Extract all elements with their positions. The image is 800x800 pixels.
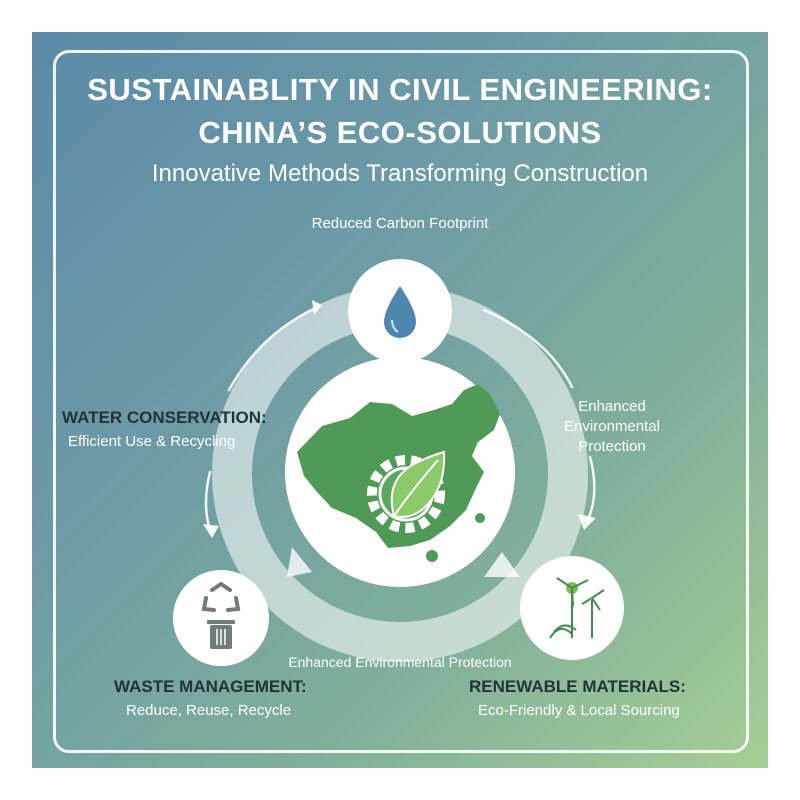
wind-turbine-icon xyxy=(549,577,605,639)
arrow-water-to-top xyxy=(227,306,318,392)
water-conservation-subtitle: Efficient Use & Recycling xyxy=(68,433,236,450)
water-drop-node xyxy=(348,259,452,363)
bottom-cycle-label: Enhanced Environmental Protection xyxy=(288,654,512,670)
right-label-line-2: Environmental xyxy=(564,418,660,435)
renewable-node xyxy=(520,556,624,660)
arrow-water-to-waste xyxy=(204,470,212,532)
subtitle: Innovative Methods Transforming Construc… xyxy=(151,160,649,187)
outer-arrows xyxy=(203,300,596,538)
waste-management-title: WASTE MANAGEMENT: xyxy=(114,677,307,696)
infographic-poster: SUSTAINABLITY IN CIVIL ENGINEERING: CHIN… xyxy=(32,32,768,768)
arrow-top-to-right xyxy=(482,308,574,389)
right-label-line-1: Enhanced xyxy=(578,398,646,415)
waste-management-subtitle: Reduce, Reuse, Recycle xyxy=(126,702,292,719)
right-cycle-label: Enhanced Environmental Protection xyxy=(542,397,682,457)
right-label-line-3: Protection xyxy=(578,438,646,455)
cycle-diagram xyxy=(173,259,624,666)
china-map-gear-leaf-icon xyxy=(297,384,500,562)
title-line-1: SUSTAINABLITY IN CIVIL ENGINEERING: xyxy=(87,72,713,107)
ring-arrow-left xyxy=(287,547,312,577)
ring-arrow-right xyxy=(484,552,520,577)
title-line-2: CHINA’S ECO-SOLUTIONS xyxy=(198,115,602,150)
waste-node xyxy=(173,570,269,666)
poster-frame xyxy=(53,50,749,753)
china-map-shape xyxy=(297,384,500,548)
water-conservation-title: WATER CONSERVATION: xyxy=(62,408,267,427)
renewable-materials-subtitle: Eco-Friendly & Local Sourcing xyxy=(478,702,680,719)
taiwan-island xyxy=(475,513,485,523)
hainan-island xyxy=(426,550,438,562)
recycle-bin-icon xyxy=(201,581,241,649)
arrow-right-down xyxy=(585,455,596,524)
gear-teeth xyxy=(367,455,445,533)
top-cycle-label: Reduced Carbon Footprint xyxy=(311,215,489,232)
renewable-materials-title: RENEWABLE MATERIALS: xyxy=(469,677,686,696)
